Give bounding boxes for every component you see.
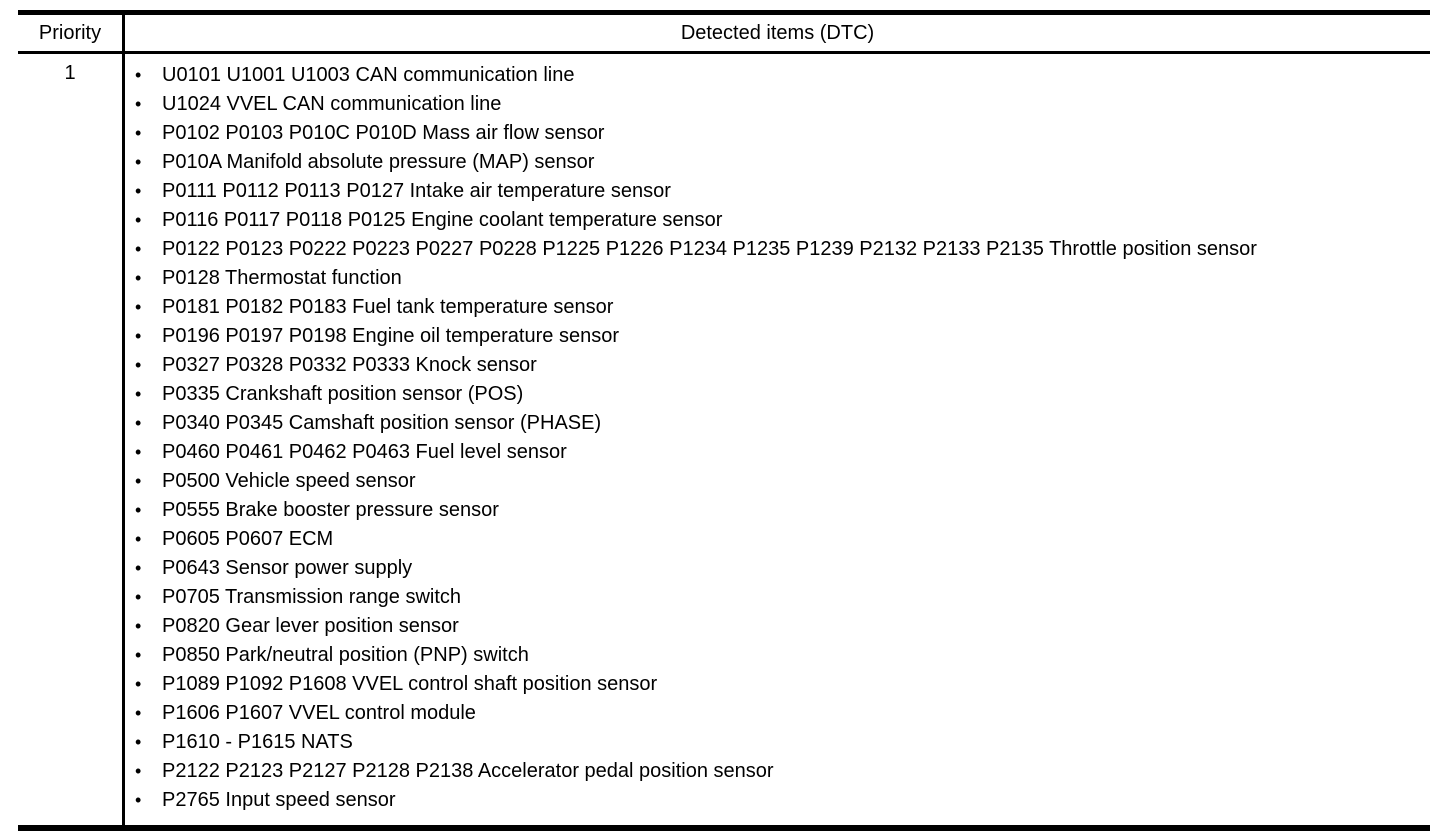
- dtc-priority-table: Priority Detected items (DTC) 1 • U0101 U…: [18, 10, 1430, 831]
- table-row: 1 • U0101 U1001 U1003 CAN communication l…: [18, 54, 1430, 825]
- dtc-list-item: • P0643 Sensor power supply: [125, 554, 1430, 583]
- dtc-list-item: • P0335 Crankshaft position sensor (POS): [125, 380, 1430, 409]
- bullet-icon: •: [135, 123, 142, 143]
- bullet-icon: •: [135, 732, 142, 752]
- bullet-icon: •: [135, 384, 142, 404]
- dtc-list-item: • P0102 P0103 P010C P010D Mass air flow s…: [125, 119, 1430, 148]
- dtc-item-text: P0111 P0112 P0113 P0127 Intake air tempe…: [162, 180, 671, 202]
- bullet-icon: •: [135, 65, 142, 85]
- dtc-item-text: P0850 Park/neutral position (PNP) switch: [162, 644, 529, 666]
- bullet-icon: •: [135, 442, 142, 462]
- dtc-list-item: • P0850 Park/neutral position (PNP) switc…: [125, 641, 1430, 670]
- dtc-item-text: P0181 P0182 P0183 Fuel tank temperature …: [162, 296, 614, 318]
- bullet-icon: •: [135, 529, 142, 549]
- bullet-icon: •: [135, 471, 142, 491]
- dtc-list-item: • P0327 P0328 P0332 P0333 Knock sensor: [125, 351, 1430, 380]
- dtc-item-text: U1024 VVEL CAN communication line: [162, 93, 502, 115]
- bullet-icon: •: [135, 326, 142, 346]
- dtc-list-item: • P0181 P0182 P0183 Fuel tank temperature…: [125, 293, 1430, 322]
- dtc-list-item: • P0705 Transmission range switch: [125, 583, 1430, 612]
- bullet-icon: •: [135, 210, 142, 230]
- dtc-list-item: • P0340 P0345 Camshaft position sensor (P…: [125, 409, 1430, 438]
- dtc-list-item: • P1606 P1607 VVEL control module: [125, 699, 1430, 728]
- dtc-list-item: • P0116 P0117 P0118 P0125 Engine coolant …: [125, 206, 1430, 235]
- priority-column-header: Priority: [18, 15, 125, 51]
- dtc-item-text: P0327 P0328 P0332 P0333 Knock sensor: [162, 354, 537, 376]
- bullet-icon: •: [135, 268, 142, 288]
- bullet-icon: •: [135, 297, 142, 317]
- dtc-item-text: P0555 Brake booster pressure sensor: [162, 499, 499, 521]
- dtc-item-text: P0335 Crankshaft position sensor (POS): [162, 383, 524, 405]
- bullet-icon: •: [135, 355, 142, 375]
- dtc-item-text: P2122 P2123 P2127 P2128 P2138 Accelerato…: [162, 760, 774, 782]
- dtc-list-item: • P1610 - P1615 NATS: [125, 728, 1430, 757]
- dtc-list-item: • P2122 P2123 P2127 P2128 P2138 Accelerat…: [125, 757, 1430, 786]
- dtc-item-text: P0605 P0607 ECM: [162, 528, 334, 550]
- dtc-list-item: • U1024 VVEL CAN communication line: [125, 90, 1430, 119]
- bullet-icon: •: [135, 152, 142, 172]
- dtc-list-item: • P1089 P1092 P1608 VVEL control shaft po…: [125, 670, 1430, 699]
- bullet-icon: •: [135, 413, 142, 433]
- dtc-item-text: P0340 P0345 Camshaft position sensor (PH…: [162, 412, 602, 434]
- bullet-icon: •: [135, 761, 142, 781]
- detected-items-column-header: Detected items (DTC): [680, 22, 875, 44]
- table-header-row: Priority Detected items (DTC): [18, 15, 1430, 54]
- dtc-list-item: • P0820 Gear lever position sensor: [125, 612, 1430, 641]
- dtc-item-text: P0705 Transmission range switch: [162, 586, 462, 608]
- dtc-item-text: P0196 P0197 P0198 Engine oil temperature…: [162, 325, 619, 347]
- bullet-icon: •: [135, 703, 142, 723]
- dtc-list-item: • U0101 U1001 U1003 CAN communication lin…: [125, 61, 1430, 90]
- dtc-list-item: • P0605 P0607 ECM: [125, 525, 1430, 554]
- dtc-item-text: P0500 Vehicle speed sensor: [162, 470, 416, 492]
- priority-value: 1: [18, 54, 125, 825]
- dtc-item-text: P0643 Sensor power supply: [162, 557, 413, 579]
- dtc-list-item: • P0555 Brake booster pressure sensor: [125, 496, 1430, 525]
- dtc-item-text: P2765 Input speed sensor: [162, 789, 396, 811]
- dtc-item-text: P0820 Gear lever position sensor: [162, 615, 459, 637]
- dtc-item-text: U0101 U1001 U1003 CAN communication line: [162, 64, 575, 86]
- dtc-list-item: • P0111 P0112 P0113 P0127 Intake air temp…: [125, 177, 1430, 206]
- dtc-item-text: P0116 P0117 P0118 P0125 Engine coolant t…: [162, 209, 723, 231]
- dtc-item-text: P1610 - P1615 NATS: [162, 731, 353, 753]
- dtc-list-item: • P010A Manifold absolute pressure (MAP) …: [125, 148, 1430, 177]
- detected-items-cell: • U0101 U1001 U1003 CAN communication lin…: [125, 54, 1430, 825]
- dtc-item-text: P0122 P0123 P0222 P0223 P0227 P0228 P122…: [162, 238, 1257, 260]
- dtc-list-item: • P0500 Vehicle speed sensor: [125, 467, 1430, 496]
- bullet-icon: •: [135, 181, 142, 201]
- dtc-list-item: • P2765 Input speed sensor: [125, 786, 1430, 815]
- dtc-item-text: P010A Manifold absolute pressure (MAP) s…: [162, 151, 595, 173]
- bullet-icon: •: [135, 239, 142, 259]
- bullet-icon: •: [135, 674, 142, 694]
- bullet-icon: •: [135, 790, 142, 810]
- bullet-icon: •: [135, 587, 142, 607]
- bullet-icon: •: [135, 94, 142, 114]
- bullet-icon: •: [135, 500, 142, 520]
- bullet-icon: •: [135, 558, 142, 578]
- bullet-icon: •: [135, 645, 142, 665]
- dtc-item-text: P1089 P1092 P1608 VVEL control shaft pos…: [162, 673, 658, 695]
- dtc-item-text: P1606 P1607 VVEL control module: [162, 702, 476, 724]
- dtc-list-item: • P0122 P0123 P0222 P0223 P0227 P0228 P12…: [125, 235, 1430, 264]
- dtc-list-item: • P0196 P0197 P0198 Engine oil temperatur…: [125, 322, 1430, 351]
- dtc-item-text: P0128 Thermostat function: [162, 267, 402, 289]
- dtc-list-item: • P0128 Thermostat function: [125, 264, 1430, 293]
- dtc-item-text: P0460 P0461 P0462 P0463 Fuel level senso…: [162, 441, 567, 463]
- bullet-icon: •: [135, 616, 142, 636]
- dtc-list-item: • P0460 P0461 P0462 P0463 Fuel level sens…: [125, 438, 1430, 467]
- dtc-list: • U0101 U1001 U1003 CAN communication lin…: [125, 61, 1430, 815]
- dtc-item-text: P0102 P0103 P010C P010D Mass air flow se…: [162, 122, 605, 144]
